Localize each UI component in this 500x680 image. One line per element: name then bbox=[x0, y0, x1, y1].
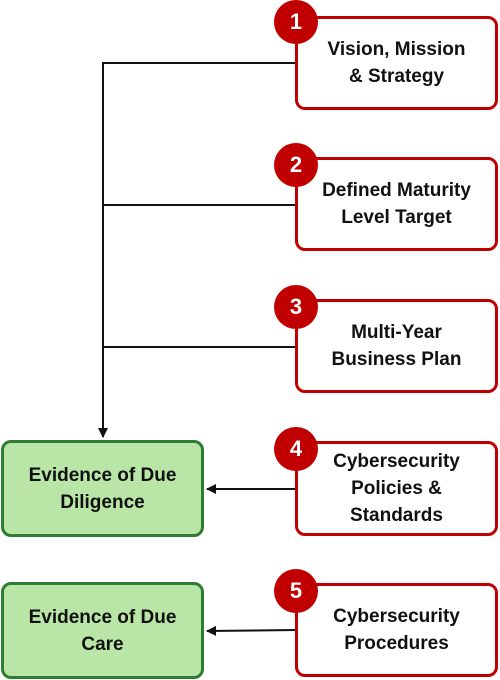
step-box-procedures: Cybersecurity Procedures bbox=[295, 583, 498, 677]
step-box-business-plan: Multi-Year Business Plan bbox=[295, 299, 498, 393]
step-number: 5 bbox=[289, 578, 303, 603]
outcome-box-due-diligence: Evidence of Due Diligence bbox=[1, 440, 204, 537]
step-box-policies-standards: Cybersecurity Policies & Standards bbox=[295, 441, 498, 536]
step-box-vision-mission-strategy: Vision, Mission & Strategy bbox=[295, 16, 498, 110]
step-number: 3 bbox=[289, 294, 303, 319]
step-label: Defined Maturity Level Target bbox=[322, 180, 471, 228]
step-number: 4 bbox=[289, 436, 303, 461]
step-number-badge: 3 bbox=[274, 285, 318, 329]
step-number: 1 bbox=[289, 9, 303, 34]
step-label: Vision, Mission & Strategy bbox=[327, 39, 466, 87]
step-number-badge: 4 bbox=[274, 427, 318, 471]
outcome-label: Evidence of Due Diligence bbox=[28, 464, 177, 513]
step-number-badge: 5 bbox=[274, 569, 318, 613]
step-label: Cybersecurity Procedures bbox=[333, 606, 460, 654]
connector-step-5-arrow bbox=[206, 625, 297, 636]
step-label: Cybersecurity Policies & Standards bbox=[333, 451, 460, 526]
outcome-box-due-care: Evidence of Due Care bbox=[1, 582, 204, 679]
outcome-label: Evidence of Due Care bbox=[28, 606, 177, 655]
step-number-badge: 2 bbox=[274, 143, 318, 187]
step-box-maturity-target: Defined Maturity Level Target bbox=[295, 157, 498, 251]
step-number-badge: 1 bbox=[274, 0, 318, 44]
step-number: 2 bbox=[289, 152, 303, 177]
step-label: Multi-Year Business Plan bbox=[331, 322, 462, 370]
